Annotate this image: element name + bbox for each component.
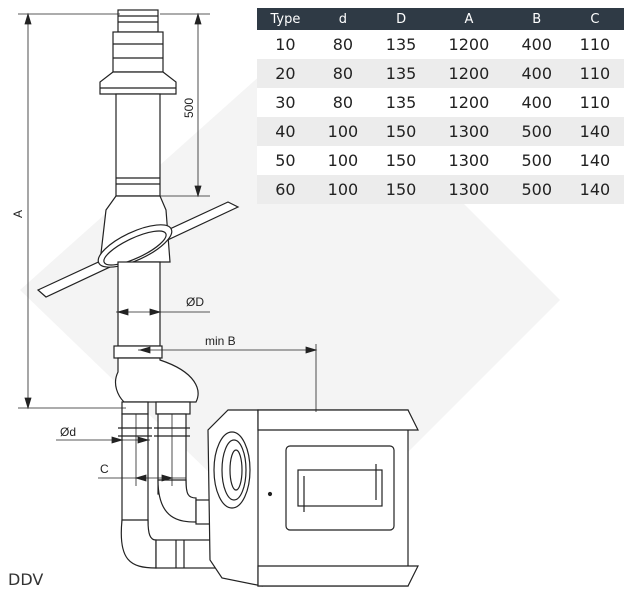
table-cell: 1300: [430, 117, 508, 146]
terminal-cone: [99, 71, 177, 95]
table-cell: 100: [313, 117, 372, 146]
table-cell: 80: [313, 30, 372, 59]
coaxial-splitter: [114, 357, 199, 403]
table-cell: 140: [565, 175, 624, 204]
table-header-cell: C: [565, 8, 624, 30]
dimension-label-min-b: min B: [205, 334, 236, 348]
table-cell: 135: [372, 30, 431, 59]
table-cell: 110: [565, 30, 624, 59]
table-cell: 400: [507, 88, 566, 117]
table-header-cell: D: [372, 8, 431, 30]
fan-wheel: [213, 431, 251, 509]
table-cell: 10: [257, 30, 314, 59]
table-row: 40 100 150 1300 500 140: [257, 117, 624, 146]
table-cell: 150: [372, 117, 431, 146]
vertical-pipe-upper: [115, 93, 161, 197]
product-caption: DDV: [8, 570, 44, 589]
dimension-label-c: C: [100, 462, 109, 476]
table-cell: 20: [257, 59, 314, 88]
table-cell: 110: [565, 88, 624, 117]
lower-elbow: [120, 519, 157, 569]
vertical-pipe-lower: [117, 261, 161, 347]
table-row: 50 100 150 1300 500 140: [257, 146, 624, 175]
table-cell: 1200: [430, 30, 508, 59]
table-cell: 100: [313, 146, 372, 175]
specification-table: Type d D A B C 10 80 135 1200 400 110 20…: [257, 8, 624, 204]
table-cell: 50: [257, 146, 314, 175]
flashing-collar: [97, 224, 173, 268]
table-cell: 60: [257, 175, 314, 204]
terminal-body: [112, 31, 164, 73]
table-cell: 1300: [430, 146, 508, 175]
table-cell: 135: [372, 88, 431, 117]
table-header-cell: B: [507, 8, 566, 30]
table-header-cell: A: [430, 8, 508, 30]
table-cell: 400: [507, 30, 566, 59]
upper-elbow: [157, 479, 197, 523]
terminal-cap: [117, 9, 159, 33]
table-cell: 400: [507, 59, 566, 88]
table-cell: 40: [257, 117, 314, 146]
table-header-cell: Type: [257, 8, 314, 30]
table-cell: 500: [507, 175, 566, 204]
dimension-label-d: Ød: [60, 425, 76, 439]
pipe-collar: [113, 345, 163, 359]
dimension-label-od: ØD: [186, 295, 204, 309]
dimension-label-500: 500: [182, 98, 196, 118]
dimension-label-a: A: [11, 210, 25, 218]
table-row: 30 80 135 1200 400 110: [257, 88, 624, 117]
table-cell: 30: [257, 88, 314, 117]
table-cell: 110: [565, 59, 624, 88]
table-cell: 150: [372, 175, 431, 204]
table-header-cell: d: [313, 8, 372, 30]
table-header-row: Type d D A B C: [257, 8, 624, 30]
left-pipe: [121, 413, 149, 525]
table-cell: 80: [313, 59, 372, 88]
table-cell: 80: [313, 88, 372, 117]
table-cell: 1200: [430, 88, 508, 117]
table-row: 60 100 150 1300 500 140: [257, 175, 624, 204]
table-cell: 140: [565, 117, 624, 146]
table-row: 10 80 135 1200 400 110: [257, 30, 624, 59]
table-cell: 140: [565, 146, 624, 175]
table-cell: 135: [372, 59, 431, 88]
table-cell: 150: [372, 146, 431, 175]
table-cell: 100: [313, 175, 372, 204]
table-cell: 500: [507, 146, 566, 175]
table-cell: 1200: [430, 59, 508, 88]
table-cell: 500: [507, 117, 566, 146]
table-row: 20 80 135 1200 400 110: [257, 59, 624, 88]
stove-window: [285, 445, 395, 531]
table-cell: 1300: [430, 175, 508, 204]
